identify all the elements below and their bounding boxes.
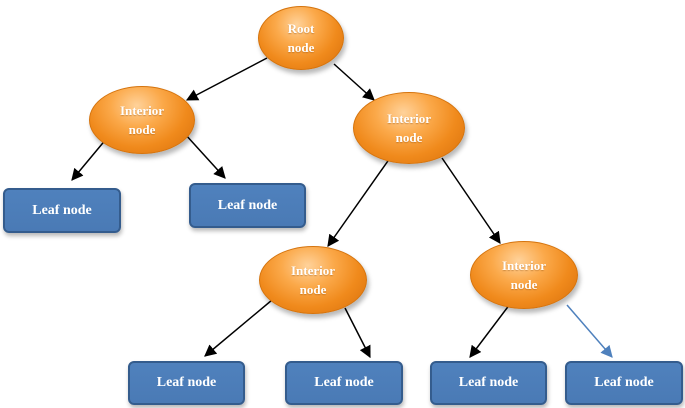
leaf-node: Leaf node <box>3 188 121 233</box>
leaf-node-label: Leaf node <box>594 375 654 390</box>
leaf-node-label: Leaf node <box>458 375 519 390</box>
interior-node-label: Interior node <box>386 111 432 145</box>
leaf-node: Leaf node <box>565 361 683 405</box>
leaf-node: Leaf node <box>430 361 547 405</box>
interior-node: Interior node <box>259 246 367 314</box>
edge-interior-lower-right-to-leaf-5 <box>469 303 511 358</box>
root-node: Root node <box>258 6 344 70</box>
interior-node-label: Interior node <box>290 263 336 297</box>
edge-interior-right-to-interior-lower-right <box>441 157 501 244</box>
edge-interior-lower-left-to-leaf-3 <box>204 299 273 357</box>
interior-node: Interior node <box>470 241 578 309</box>
edge-interior-left-to-leaf-1 <box>71 137 108 181</box>
leaf-node: Leaf node <box>189 183 306 228</box>
interior-node-label: Interior node <box>119 103 165 137</box>
interior-node-label: Interior node <box>501 258 547 292</box>
leaf-node-label: Leaf node <box>32 202 92 218</box>
interior-node: Interior node <box>353 92 465 164</box>
root-node-label: Root node <box>287 21 315 55</box>
leaf-node: Leaf node <box>285 361 403 405</box>
edge-interior-right-to-interior-lower-left <box>327 157 391 247</box>
edge-interior-lower-left-to-leaf-4 <box>344 307 371 359</box>
edge-root-to-interior-right <box>333 63 375 101</box>
leaf-node-label: Leaf node <box>314 375 374 390</box>
edge-interior-left-to-leaf-2 <box>184 133 226 179</box>
interior-node: Interior node <box>89 86 195 154</box>
edge-interior-lower-right-to-leaf-6 <box>566 304 613 358</box>
leaf-node-label: Leaf node <box>217 197 278 213</box>
leaf-node-label: Leaf node <box>156 375 217 390</box>
edge-root-to-interior-left <box>185 57 268 101</box>
leaf-node: Leaf node <box>128 361 245 405</box>
